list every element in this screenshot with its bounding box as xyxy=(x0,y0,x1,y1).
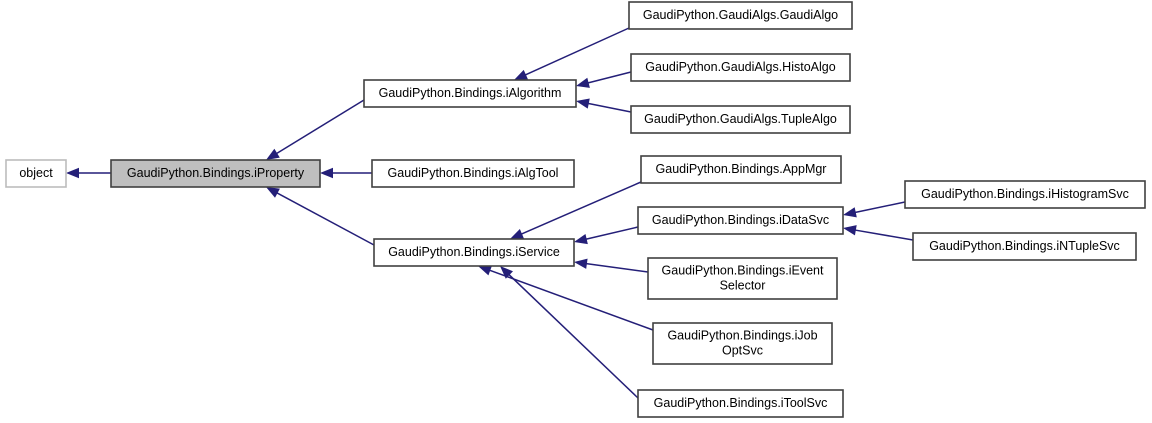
node-HistoAlgo[interactable]: GaudiPython.GaudiAlgs.HistoAlgoGaudiPyth… xyxy=(630,53,851,82)
node-box[interactable] xyxy=(371,159,575,188)
node-label: Selector xyxy=(720,278,766,292)
node-box[interactable] xyxy=(904,180,1146,209)
edge-arrowhead xyxy=(843,207,857,218)
edge-line xyxy=(585,262,649,273)
node-box[interactable] xyxy=(628,1,853,30)
edge-GaudiAlgo-to-iAlgorithm xyxy=(514,27,630,80)
edge-iProperty-to-object xyxy=(66,167,111,179)
node-box[interactable] xyxy=(652,322,833,365)
edge-HistoAlgo-to-iAlgorithm xyxy=(576,71,632,88)
edge-arrowhead xyxy=(478,265,492,276)
edge-line xyxy=(524,27,630,76)
edge-line xyxy=(585,226,639,241)
node-TupleAlgo[interactable]: GaudiPython.GaudiAlgs.TupleAlgoGaudiPyth… xyxy=(630,105,851,134)
node-label: GaudiPython.Bindings.iJob xyxy=(667,328,817,342)
node-iToolSvc[interactable]: GaudiPython.Bindings.iToolSvcGaudiPython… xyxy=(637,389,844,418)
node-box[interactable] xyxy=(630,105,851,134)
node-box[interactable] xyxy=(110,159,321,188)
edge-AppMgr-to-iService xyxy=(510,181,642,239)
edge-arrowhead xyxy=(514,69,528,80)
node-label: GaudiPython.Bindings.AppMgr xyxy=(656,162,827,176)
node-label: GaudiPython.GaudiAlgs.GaudiAlgo xyxy=(643,8,838,22)
edge-layer xyxy=(66,27,914,399)
node-label: GaudiPython.Bindings.iAlgTool xyxy=(388,166,559,180)
node-iAlgTool[interactable]: GaudiPython.Bindings.iAlgToolGaudiPython… xyxy=(371,159,575,188)
node-GaudiAlgo[interactable]: GaudiPython.GaudiAlgs.GaudiAlgoGaudiPyth… xyxy=(628,1,853,30)
edge-line xyxy=(275,99,365,155)
node-label: GaudiPython.Bindings.iEvent xyxy=(662,263,824,277)
edge-arrowhead xyxy=(320,167,333,179)
node-iProperty[interactable]: GaudiPython.Bindings.iPropertyGaudiPytho… xyxy=(110,159,321,188)
node-iEventSelector[interactable]: GaudiPython.Bindings.iEventSelectorGaudi… xyxy=(647,257,838,300)
node-label: GaudiPython.Bindings.iService xyxy=(388,245,560,259)
node-iService[interactable]: GaudiPython.Bindings.iServiceGaudiPython… xyxy=(373,238,575,267)
node-box[interactable] xyxy=(637,389,844,418)
edge-arrowhead xyxy=(266,148,280,160)
edge-arrowhead xyxy=(574,233,588,245)
edge-line xyxy=(854,201,906,214)
edge-iToolSvc-to-iService xyxy=(500,266,639,399)
edge-arrowhead xyxy=(574,258,588,269)
edge-iAlgTool-to-iProperty xyxy=(320,167,372,179)
node-label: GaudiPython.Bindings.iDataSvc xyxy=(652,213,829,227)
node-label: GaudiPython.Bindings.iHistogramSvc xyxy=(921,187,1129,201)
edge-arrowhead xyxy=(266,187,280,198)
node-box[interactable] xyxy=(373,238,575,267)
edge-TupleAlgo-to-iAlgorithm xyxy=(576,98,632,113)
edge-arrowhead xyxy=(66,167,79,179)
node-label: GaudiPython.Bindings.iNTupleSvc xyxy=(929,239,1120,253)
edge-arrowhead xyxy=(576,77,590,88)
node-label: GaudiPython.Bindings.iToolSvc xyxy=(654,396,828,410)
edge-line xyxy=(507,273,639,399)
node-iAlgorithm[interactable]: GaudiPython.Bindings.iAlgorithmGaudiPyth… xyxy=(363,79,577,108)
edge-iDataSvc-to-iService xyxy=(574,226,639,245)
node-box[interactable] xyxy=(630,53,851,82)
node-layer: objectobject GaudiPython.Bindings.iProper… xyxy=(5,1,1146,418)
edge-arrowhead xyxy=(843,225,857,236)
node-box[interactable] xyxy=(637,206,844,235)
edge-iHistogramSvc-to-iDataSvc xyxy=(843,201,906,218)
edge-arrowhead xyxy=(500,266,513,279)
edge-line xyxy=(854,229,914,241)
node-iJobOptSvc[interactable]: GaudiPython.Bindings.iJobOptSvcGaudiPyth… xyxy=(652,322,833,365)
node-label: GaudiPython.Bindings.iProperty xyxy=(127,166,305,180)
edge-line xyxy=(586,71,632,84)
edge-line xyxy=(520,181,642,236)
node-box[interactable] xyxy=(363,79,577,108)
node-label: GaudiPython.GaudiAlgs.HistoAlgo xyxy=(645,60,835,74)
node-box[interactable] xyxy=(5,159,67,188)
node-label: GaudiPython.GaudiAlgs.TupleAlgo xyxy=(644,112,837,126)
node-box[interactable] xyxy=(640,155,842,184)
node-box[interactable] xyxy=(912,232,1137,261)
node-label: OptSvc xyxy=(722,343,763,357)
node-AppMgr[interactable]: GaudiPython.Bindings.AppMgrGaudiPython.B… xyxy=(640,155,842,184)
node-label: object xyxy=(19,166,53,180)
node-iHistogramSvc[interactable]: GaudiPython.Bindings.iHistogramSvcGaudiP… xyxy=(904,180,1146,209)
edge-arrowhead xyxy=(510,229,524,239)
edge-line xyxy=(275,191,375,246)
edge-line xyxy=(488,269,654,331)
edge-arrowhead xyxy=(576,98,590,109)
node-iNTupleSvc[interactable]: GaudiPython.Bindings.iNTupleSvcGaudiPyth… xyxy=(912,232,1137,261)
node-label: GaudiPython.Bindings.iAlgorithm xyxy=(379,86,562,100)
edge-iJobOptSvc-to-iService xyxy=(478,265,654,331)
node-object[interactable]: objectobject xyxy=(5,159,67,188)
edge-iService-to-iProperty xyxy=(266,187,375,246)
node-box[interactable] xyxy=(647,257,838,300)
edge-line xyxy=(587,102,632,113)
edge-iEventSelector-to-iService xyxy=(574,258,649,273)
edge-iAlgorithm-to-iProperty xyxy=(266,99,365,160)
node-iDataSvc[interactable]: GaudiPython.Bindings.iDataSvcGaudiPython… xyxy=(637,206,844,235)
edge-iNTupleSvc-to-iDataSvc xyxy=(843,225,914,241)
